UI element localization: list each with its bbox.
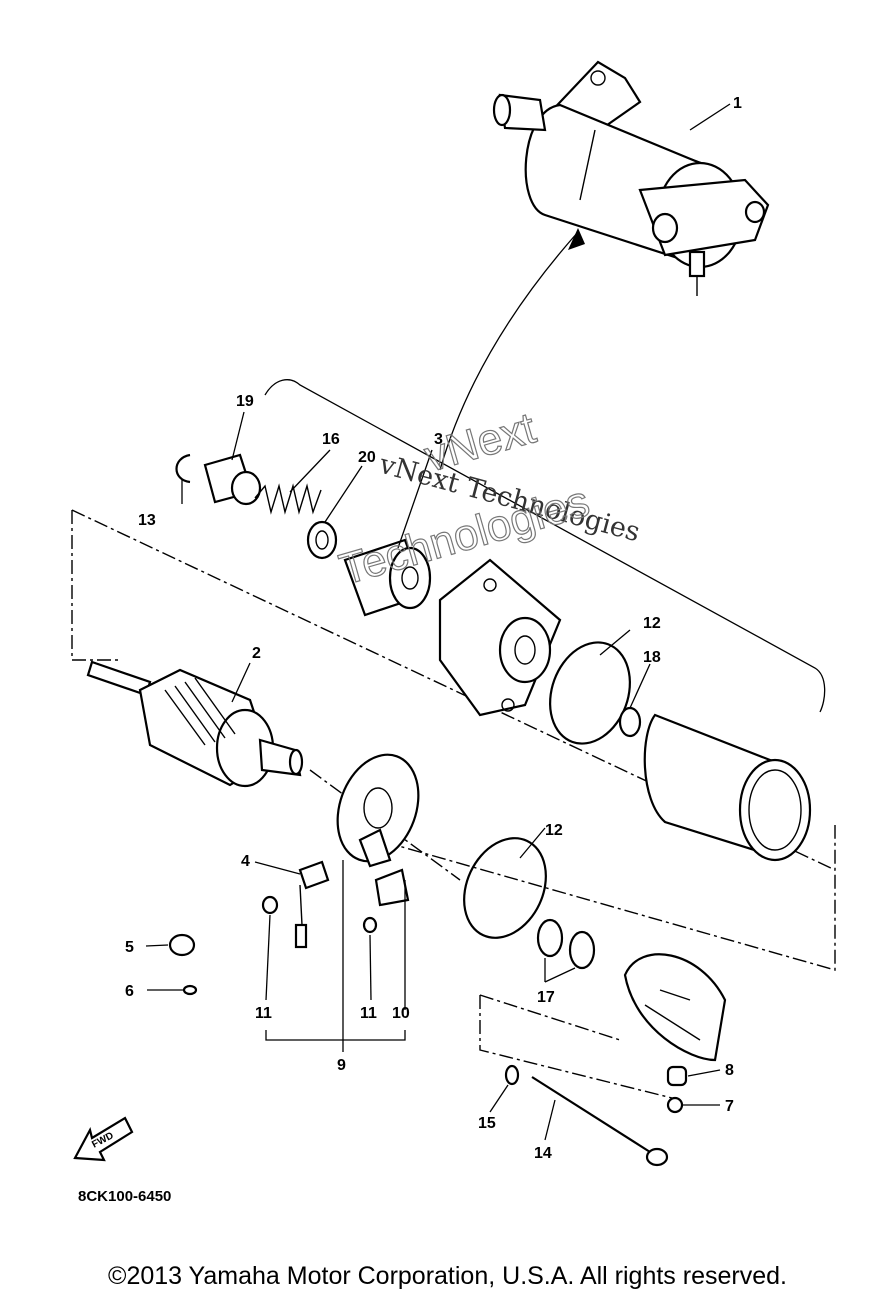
callout-8: 8 [725,1062,734,1079]
brush-holder[interactable] [374,868,410,907]
brush-spring-right[interactable] [362,916,378,934]
front-bracket[interactable] [438,558,562,717]
shims[interactable] [536,918,596,970]
o-ring-upper[interactable] [537,631,644,755]
fwd-arrow-icon: FWD [73,1116,134,1162]
small-washer[interactable] [182,984,198,996]
thrust-washer[interactable] [618,706,642,738]
starter-yoke[interactable] [643,713,812,862]
callout-11-left: 11 [255,1005,272,1022]
assembly-arrow [439,228,585,471]
insulator-nut[interactable] [168,933,196,957]
rear-cover[interactable] [623,953,727,1062]
brush-lead[interactable] [294,860,330,949]
o-ring-lower[interactable] [449,825,562,951]
callout-19: 19 [236,393,254,410]
callout-5: 5 [125,939,134,956]
callout-3: 3 [434,431,443,448]
collar[interactable] [203,453,262,506]
washer[interactable] [306,520,338,560]
circlip[interactable] [175,453,191,484]
callout-labels: 1 2 3 4 5 6 7 8 9 10 11 11 12 12 13 14 1… [125,95,742,1162]
callout-18: 18 [643,649,661,666]
hex-nut[interactable] [666,1096,684,1114]
callout-16: 16 [322,431,340,448]
starter-motor-assembly[interactable] [492,60,770,296]
through-bolt[interactable] [531,1076,669,1167]
callout-12-lower: 12 [545,822,563,839]
brush-spring-left[interactable] [261,895,279,915]
callout-14: 14 [534,1145,552,1162]
callout-6: 6 [125,983,134,1000]
callout-10: 10 [392,1005,410,1022]
armature[interactable] [86,660,304,788]
callout-12-upper: 12 [643,615,661,632]
leader-lines [145,103,731,1141]
starter-motor-exploded-diagram: FWD vNext Technologies vNext Technologie… [71,60,836,1167]
callout-2: 2 [252,645,261,662]
small-o-ring[interactable] [504,1064,520,1086]
callout-4: 4 [241,853,250,870]
callout-9: 9 [337,1057,346,1074]
brush-plate[interactable] [323,743,432,872]
copyright-notice: ©2013 Yamaha Motor Corporation, U.S.A. A… [108,1262,787,1290]
callout-1: 1 [733,95,742,112]
callout-13: 13 [138,512,156,529]
callout-20: 20 [358,449,376,466]
cap-nut[interactable] [666,1065,688,1087]
callout-7: 7 [725,1098,734,1115]
group-bracket-upper [264,379,826,713]
callout-17: 17 [537,989,555,1006]
diagram-reference-code: 8CK100-6450 [78,1188,172,1205]
spring[interactable] [254,483,322,515]
pinion-clutch[interactable] [343,538,432,617]
callout-15: 15 [478,1115,496,1132]
callout-11-right: 11 [360,1005,377,1022]
